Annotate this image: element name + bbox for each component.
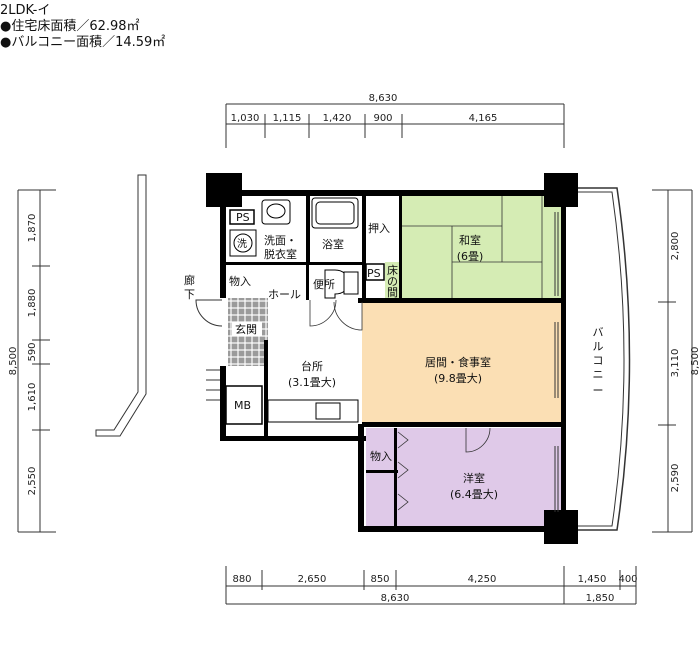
balcony-label-1: バ bbox=[593, 326, 604, 339]
storage-label-2: 物入 bbox=[370, 449, 392, 463]
bathtub-inner bbox=[315, 201, 355, 225]
hall-door-swing bbox=[309, 299, 337, 327]
left-dim-1: 1,870 bbox=[27, 214, 38, 243]
japanese-room-fill bbox=[399, 196, 561, 298]
balcony-outline bbox=[566, 187, 631, 531]
right-dimension-lines bbox=[652, 189, 693, 533]
ps-box-2 bbox=[365, 263, 385, 281]
kitchen-label-1: 台所 bbox=[301, 359, 323, 373]
wash-label-1: 洗面・ bbox=[264, 234, 297, 247]
sliding-window-marks bbox=[554, 212, 559, 512]
corridor-railing bbox=[95, 174, 147, 437]
closet-japanese-label: 押入 bbox=[368, 221, 390, 235]
walls bbox=[220, 190, 566, 532]
living-label-1: 居間・食事室 bbox=[425, 355, 491, 369]
hall-label: ホール bbox=[268, 288, 301, 301]
kitchen-counter bbox=[267, 399, 359, 423]
balcony-area: ●バルコニー面積／14.59㎡ bbox=[0, 35, 166, 50]
living-door-swing bbox=[333, 301, 363, 331]
bottom-dimension-lines bbox=[225, 566, 637, 605]
western-door-swing bbox=[465, 427, 491, 453]
basin-bowl-icon bbox=[266, 203, 286, 219]
right-total-dim: 8,500 bbox=[690, 347, 700, 376]
tokonoma-label-2: の bbox=[387, 275, 398, 288]
bottom-dim-5: 1,450 bbox=[578, 574, 607, 585]
mb-box bbox=[225, 385, 263, 425]
right-dim-1: 2,800 bbox=[670, 232, 681, 261]
column-top-right bbox=[544, 173, 578, 207]
living-label-2: (9.8畳大) bbox=[434, 371, 482, 385]
left-dim-2: 1,880 bbox=[27, 289, 38, 318]
left-dim-3: 590 bbox=[27, 342, 38, 361]
column-top-left bbox=[206, 173, 242, 207]
balcony-label-5: ー bbox=[593, 384, 604, 397]
ps-box-1 bbox=[229, 209, 255, 225]
left-dim-4: 1,610 bbox=[27, 383, 38, 412]
corridor-label-2: 下 bbox=[184, 288, 195, 301]
entrance-door-swing bbox=[195, 299, 223, 327]
bottom-dim-3: 850 bbox=[370, 574, 389, 585]
bath-label: 浴室 bbox=[322, 237, 344, 251]
sink-icon bbox=[315, 402, 341, 420]
column-bottom-right bbox=[544, 510, 578, 544]
tokonoma-label-3: 間 bbox=[387, 286, 398, 299]
top-total-dim: 8,630 bbox=[369, 93, 398, 104]
bottom-dim-6: 400 bbox=[618, 574, 637, 585]
entrance-label: 玄関 bbox=[235, 322, 257, 336]
bottom-dim-4: 4,250 bbox=[468, 574, 497, 585]
bottom-dim-1: 880 bbox=[232, 574, 251, 585]
japanese-room-label-2: (6畳) bbox=[457, 250, 484, 263]
toilet-tank bbox=[343, 271, 359, 295]
living-room-fill bbox=[362, 302, 561, 424]
japanese-room-label-1: 和室 bbox=[459, 233, 481, 247]
washer-label: 洗 bbox=[237, 238, 247, 250]
bottom-balcony-dim: 1,850 bbox=[586, 593, 615, 604]
balcony-label-3: コ bbox=[593, 354, 604, 367]
left-total-dim: 8,500 bbox=[8, 347, 19, 376]
tokonoma-fill bbox=[385, 262, 399, 298]
left-dimension-lines bbox=[17, 189, 56, 533]
left-dim-5: 2,550 bbox=[27, 467, 38, 496]
bottom-dim-2: 2,650 bbox=[298, 574, 327, 585]
balcony-label-4: ニ bbox=[593, 368, 604, 381]
top-dim-5: 4,165 bbox=[469, 113, 498, 124]
western-room-label-1: 洋室 bbox=[463, 471, 485, 485]
bottom-total-dim: 8,630 bbox=[381, 593, 410, 604]
storage-label-1: 物入 bbox=[229, 274, 251, 288]
tatami-lines bbox=[402, 196, 543, 298]
top-dimension-lines bbox=[225, 103, 565, 148]
top-dim-2: 1,115 bbox=[273, 113, 302, 124]
entrance-threshold bbox=[206, 369, 220, 401]
balcony-label-2: ル bbox=[593, 340, 604, 353]
ps-label-1: PS bbox=[236, 211, 250, 224]
toilet-label: 便所 bbox=[313, 278, 335, 291]
top-dim-1: 1,030 bbox=[231, 113, 260, 124]
wash-label-2: 脱衣室 bbox=[264, 247, 297, 261]
kitchen-label-2: (3.1畳大) bbox=[288, 375, 336, 389]
top-dim-4: 900 bbox=[373, 113, 392, 124]
western-room-label-2: (6.4畳大) bbox=[450, 487, 498, 501]
right-dim-2: 3,110 bbox=[670, 349, 681, 378]
entrance-label-bg bbox=[232, 322, 262, 336]
living-area: ●住宅床面積／62.98㎡ bbox=[0, 19, 140, 34]
unit-type: 2LDK-イ bbox=[0, 3, 51, 18]
washer-drum-icon bbox=[233, 233, 253, 253]
corridor-label-1: 廊 bbox=[184, 273, 195, 287]
top-dim-3: 1,420 bbox=[323, 113, 352, 124]
tokonoma-label-1: 床 bbox=[387, 263, 398, 277]
mb-label: MB bbox=[234, 399, 251, 412]
balcony-railing bbox=[566, 191, 625, 527]
right-dim-3: 2,590 bbox=[670, 464, 681, 493]
closet-door-marks bbox=[397, 431, 409, 511]
ps-label-2: PS bbox=[367, 267, 381, 280]
